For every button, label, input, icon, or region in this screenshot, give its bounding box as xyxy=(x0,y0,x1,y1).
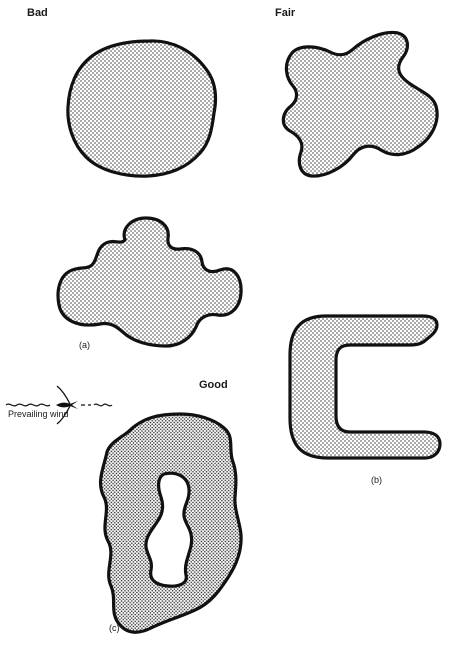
wind-line xyxy=(6,404,50,406)
fair-label: Fair xyxy=(275,8,295,19)
bad-round-blob xyxy=(68,41,216,176)
clover-blob-a xyxy=(58,218,241,346)
ring-blob-c xyxy=(101,414,242,632)
bad-label: Bad xyxy=(27,8,48,19)
good-label: Good xyxy=(199,380,228,391)
u-band-b xyxy=(290,316,440,458)
fair-star-blob xyxy=(283,32,437,176)
wind-wave-end xyxy=(94,404,112,406)
prevailing-wind-label: Prevailing wind xyxy=(8,410,69,419)
caption-c: (c) xyxy=(109,624,120,633)
caption-b: (b) xyxy=(371,476,382,485)
caption-a: (a) xyxy=(79,341,90,350)
